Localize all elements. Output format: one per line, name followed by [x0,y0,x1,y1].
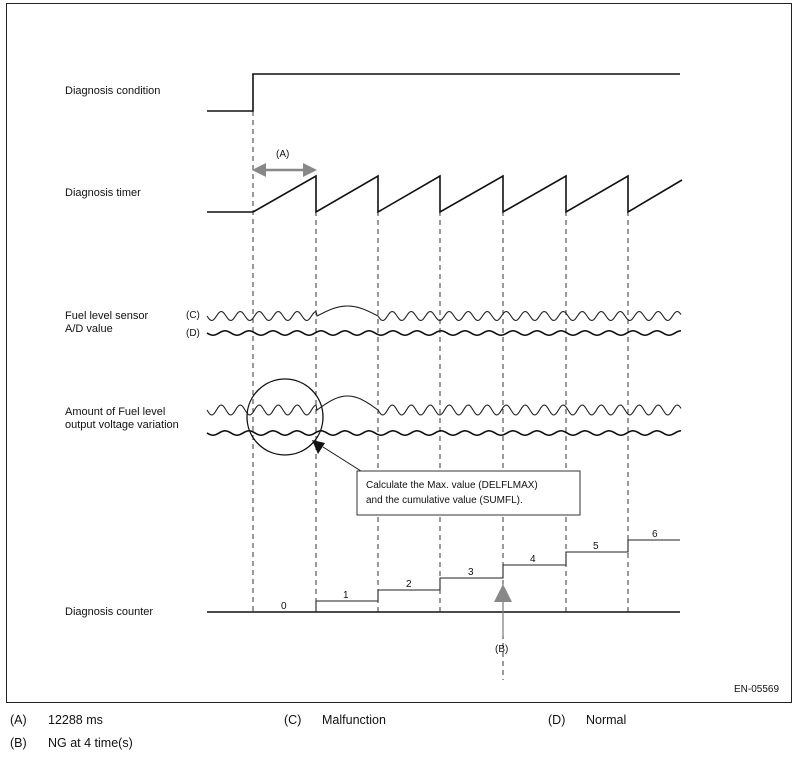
label-variation-2: output voltage variation [65,419,179,431]
legend-a: (A) 12288 ms [10,713,103,727]
legend-b-key: (B) [10,736,27,750]
counter-step-6: 6 [652,529,658,540]
label-fuel-sensor-1: Fuel level sensor [65,310,148,322]
legend-c-key: (C) [284,713,302,727]
variation-normal-wave [206,429,682,437]
callout-line-2: and the cumulative value (SUMFL). [366,495,523,506]
highlight-circle [246,378,324,456]
legend-b: (B) NG at 4 time(s) [10,736,133,750]
diagnosis-timer-signal [207,174,683,214]
legend-a-text: 12288 ms [48,713,103,727]
legend-d: (D) Normal [548,713,626,727]
ng-point-b-arrow [494,584,512,636]
counter-step-2: 2 [406,579,412,590]
marker-a: (A) [276,149,289,160]
counter-step-0: 0 [281,601,287,612]
counter-step-3: 3 [468,567,474,578]
marker-d: (D) [186,328,200,339]
label-diagnosis-timer: Diagnosis timer [65,187,141,199]
label-diagnosis-counter: Diagnosis counter [65,606,153,618]
legend-c-text: Malfunction [322,713,386,727]
label-variation-1: Amount of Fuel level [65,406,165,418]
counter-step-1: 1 [343,590,349,601]
legend-d-text: Normal [586,713,627,727]
callout-line-1: Calculate the Max. value (DELFLMAX) [366,480,538,491]
figure-code: EN-05569 [734,684,779,695]
label-fuel-sensor-2: A/D value [65,323,113,335]
counter-step-4: 4 [530,554,536,565]
legend-b-text: NG at 4 time(s) [48,736,133,750]
dashed-guides [252,75,629,680]
callout-arrowhead [312,440,325,454]
marker-b: (B) [495,644,508,655]
timing-diagram: Diagnosis condition Diagnosis timer Fuel… [65,73,779,695]
callout-box [356,470,581,516]
fuel-sensor-normal-wave [206,329,682,337]
legend-a-key: (A) [10,713,27,727]
legend-d-key: (D) [548,713,566,727]
marker-c: (C) [186,310,200,321]
fuel-sensor-malfunction-wave [206,305,682,322]
diagram-frame [6,3,792,703]
diagnosis-condition-signal [207,73,680,112]
variation-malfunction-wave [206,395,682,416]
counter-step-5: 5 [593,541,599,552]
label-diagnosis-condition: Diagnosis condition [65,85,160,97]
period-a-arrow [252,163,317,177]
legend-c: (C) Malfunction [284,713,386,727]
counter-staircase [315,539,680,612]
